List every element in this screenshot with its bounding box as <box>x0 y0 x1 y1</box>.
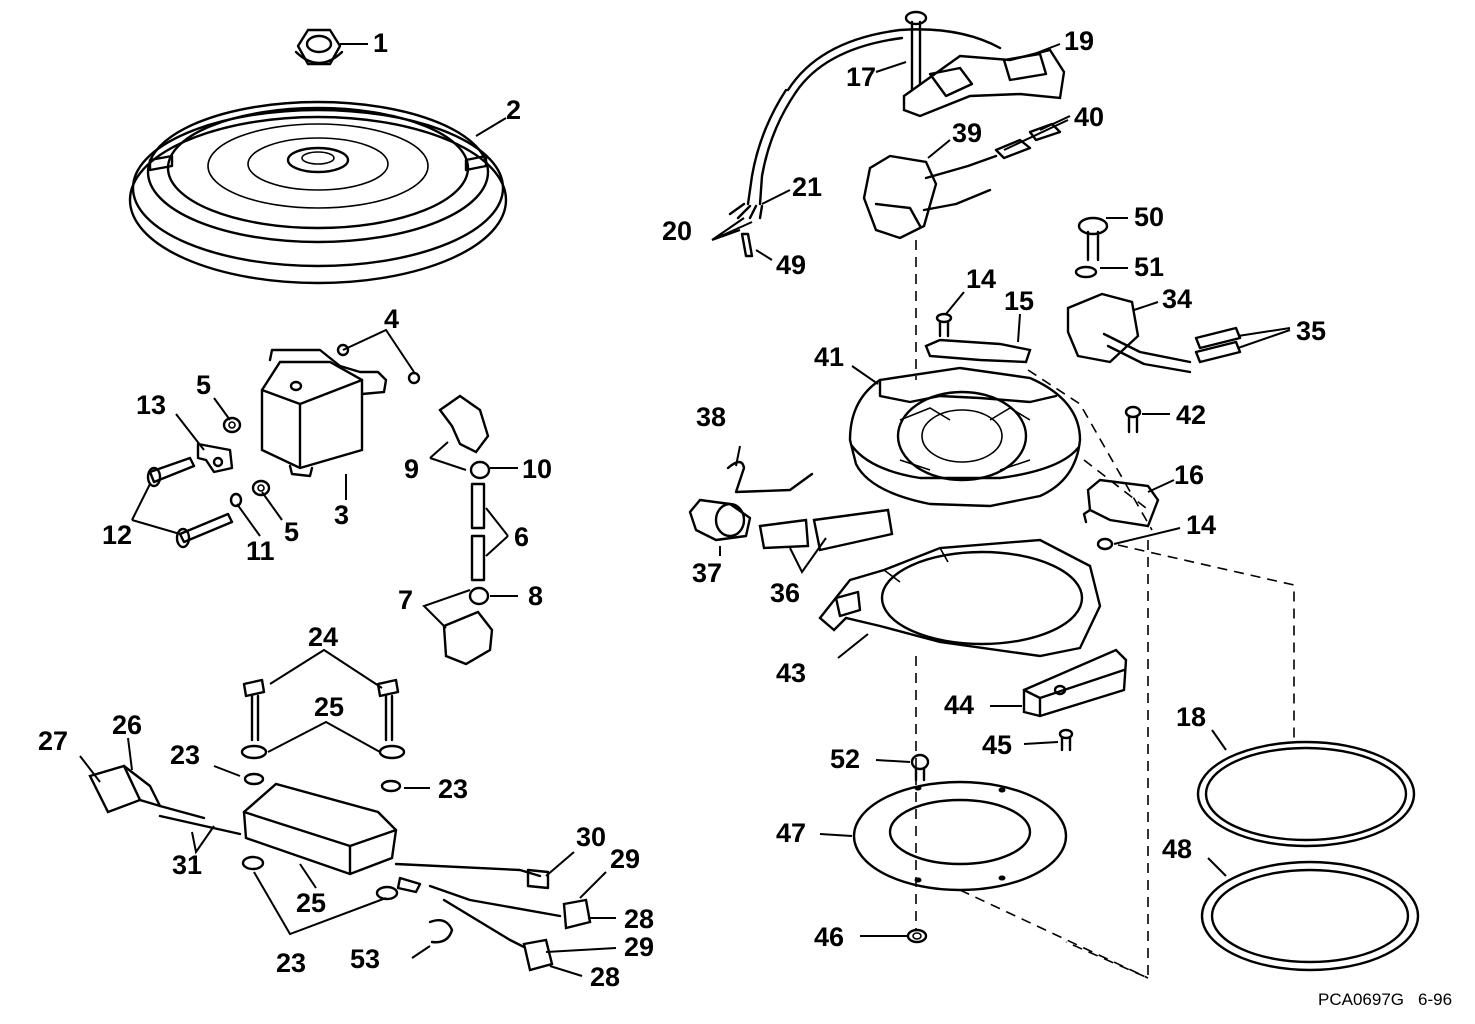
part-clip <box>1082 478 1160 551</box>
part-timer-base-sensor <box>728 10 1066 258</box>
part-block <box>1022 648 1128 752</box>
part-seal-rings <box>1196 740 1420 972</box>
callout-28b: 28 <box>590 962 620 992</box>
part-charge-coil <box>862 122 1062 240</box>
part-ignition-coil <box>260 348 388 478</box>
callout-20: 20 <box>662 216 692 246</box>
callout-31: 31 <box>172 850 202 880</box>
callout-40: 40 <box>1074 102 1104 132</box>
callout-21: 21 <box>792 172 822 202</box>
callout-29a: 29 <box>610 844 640 874</box>
callout-15: 15 <box>1004 286 1034 316</box>
part-screws <box>146 456 234 549</box>
callout-25b: 25 <box>296 888 326 918</box>
callout-25a: 25 <box>314 692 344 722</box>
part-power-pack <box>88 678 592 972</box>
part-adapter-ring <box>852 753 1068 944</box>
part-shield-plate <box>818 538 1102 658</box>
callout-51: 51 <box>1134 252 1164 282</box>
part-screw-42 <box>1124 405 1142 434</box>
callout-34: 34 <box>1162 284 1192 314</box>
callout-48: 48 <box>1162 834 1192 864</box>
callout-35: 35 <box>1296 316 1326 346</box>
callout-37: 37 <box>692 558 722 588</box>
leader-lines <box>79 43 1291 977</box>
callout-7: 7 <box>398 585 413 615</box>
callout-29b: 29 <box>624 932 654 962</box>
callout-30: 30 <box>576 822 606 852</box>
callout-24: 24 <box>308 622 338 652</box>
callout-45: 45 <box>982 730 1012 760</box>
callout-46: 46 <box>814 922 844 952</box>
callout-49: 49 <box>776 250 806 280</box>
callout-17: 17 <box>846 62 876 92</box>
callout-28a: 28 <box>624 904 654 934</box>
callout-2: 2 <box>506 95 521 125</box>
callout-11: 11 <box>246 536 275 566</box>
callout-26: 26 <box>112 710 142 740</box>
callout-39: 39 <box>952 118 982 148</box>
callout-23a: 23 <box>170 740 200 770</box>
callout-47: 47 <box>776 818 806 848</box>
callout-12: 12 <box>102 520 132 550</box>
callout-42: 42 <box>1176 400 1206 430</box>
callout-18: 18 <box>1176 702 1206 732</box>
callout-14a: 14 <box>966 264 996 294</box>
callout-16: 16 <box>1174 460 1204 490</box>
callout-1: 1 <box>373 28 388 58</box>
callout-5a: 5 <box>196 370 211 400</box>
callout-6: 6 <box>514 522 529 552</box>
part-retainer <box>924 312 1032 364</box>
callout-52: 52 <box>830 744 860 774</box>
part-clamp <box>196 442 234 474</box>
callout-50: 50 <box>1134 202 1164 232</box>
part-armature-plate <box>848 366 1082 508</box>
callout-53: 53 <box>350 944 380 974</box>
callout-14b: 14 <box>1186 510 1216 540</box>
part-flywheel <box>128 100 508 285</box>
callout-27: 27 <box>38 726 68 756</box>
callout-labels: 1 2 3 4 5 5 6 7 8 9 10 11 12 13 14 14 15… <box>38 26 1326 992</box>
callout-13: 13 <box>136 390 166 420</box>
callout-38: 38 <box>696 402 726 432</box>
callout-23c: 23 <box>276 948 306 978</box>
part-terminals <box>336 343 421 385</box>
callout-4: 4 <box>384 304 399 334</box>
callout-3: 3 <box>334 500 349 530</box>
part-washers <box>222 416 271 497</box>
callout-43: 43 <box>776 658 806 688</box>
callout-23b: 23 <box>438 774 468 804</box>
callout-8: 8 <box>528 581 543 611</box>
callout-41: 41 <box>814 342 844 372</box>
assembly-lines <box>915 240 1295 980</box>
drawing-code: PCA0697G <box>1318 990 1404 1009</box>
part-spring-connector <box>688 460 894 552</box>
callout-5b: 5 <box>284 517 299 547</box>
callout-19: 19 <box>1064 26 1094 56</box>
callout-10: 10 <box>522 454 552 484</box>
drawing-date: 6-96 <box>1418 990 1453 1009</box>
callout-36: 36 <box>770 578 800 608</box>
callout-44: 44 <box>944 690 974 720</box>
part-lockwasher <box>229 492 243 508</box>
part-nut <box>294 28 344 66</box>
part-spark-plug-boots <box>438 394 494 666</box>
part-sensor-bracket <box>1066 216 1242 374</box>
callout-9: 9 <box>404 454 419 484</box>
